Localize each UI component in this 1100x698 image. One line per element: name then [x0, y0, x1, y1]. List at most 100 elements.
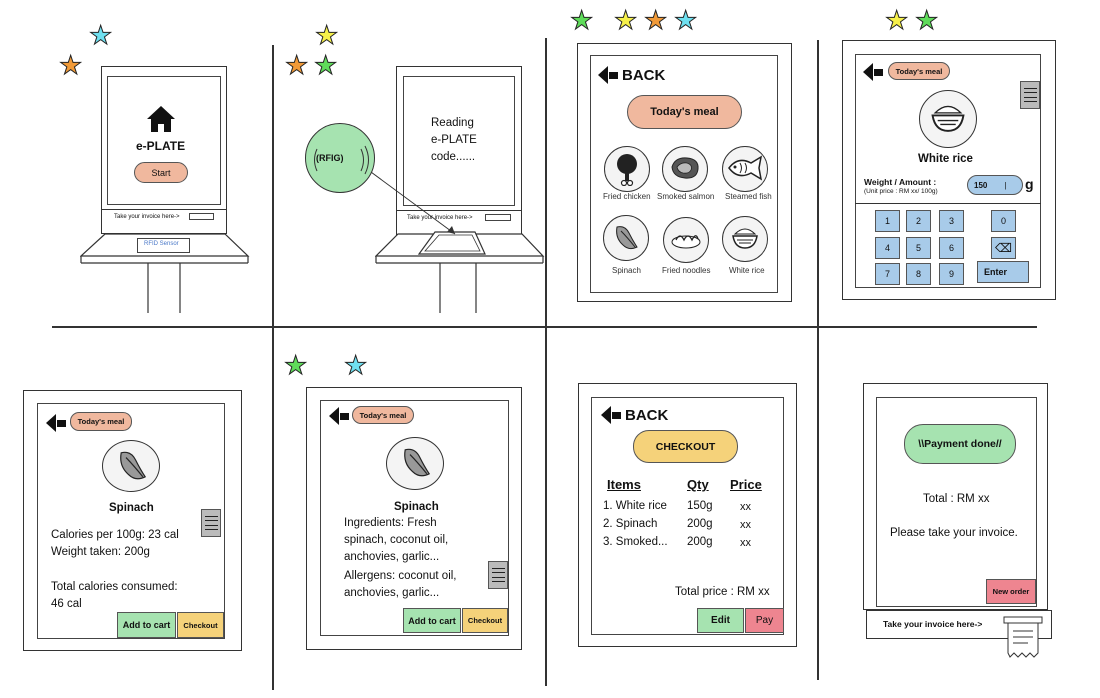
- rfid-tag-label: (RFIG): [316, 153, 344, 163]
- drumstick-icon: [617, 154, 637, 186]
- reading-message: Reading e-PLATE code......: [431, 117, 477, 163]
- back-button[interactable]: BACK: [601, 406, 668, 424]
- key-8[interactable]: 8: [906, 263, 931, 285]
- food-item-fried-noodles[interactable]: [663, 217, 709, 263]
- total-calories-value: 46 cal: [51, 598, 82, 610]
- checkout-button[interactable]: Checkout: [462, 608, 508, 633]
- key-2[interactable]: 2: [906, 210, 931, 232]
- rice-bowl-icon: [732, 228, 758, 249]
- kiosk-divider: [396, 210, 522, 211]
- device-screen: [855, 54, 1041, 288]
- allergens-line: Allergens: coconut oil,: [344, 570, 457, 582]
- key-6[interactable]: 6: [939, 237, 964, 259]
- food-label: White rice: [729, 266, 765, 275]
- device-frame: [863, 383, 1048, 610]
- star-icon: ★: [613, 5, 638, 35]
- key-4[interactable]: 4: [875, 237, 900, 259]
- divider-v2: [545, 38, 547, 686]
- new-order-button[interactable]: New order: [986, 579, 1036, 604]
- invoice-slot-label: Take your invoice here->: [114, 214, 180, 220]
- key-5[interactable]: 5: [906, 237, 931, 259]
- device-frame: [578, 383, 797, 647]
- pay-button[interactable]: Pay: [745, 608, 784, 633]
- salmon-steak-icon: [671, 157, 699, 179]
- weight-value: 150: [974, 180, 988, 190]
- star-icon: ★: [914, 5, 939, 35]
- key-9[interactable]: 9: [939, 263, 964, 285]
- invoice-tray: [866, 610, 1052, 639]
- food-name: Spinach: [394, 501, 439, 513]
- payment-total: Total : RM xx: [923, 493, 990, 505]
- invoice-slot-label: Take your invoice here->: [407, 215, 473, 221]
- kiosk-title: e-PLATE: [136, 139, 186, 153]
- weight-input[interactable]: 150 |: [967, 175, 1023, 195]
- device-frame: [306, 387, 522, 650]
- rfid-sensor-box: [137, 238, 190, 253]
- back-button[interactable]: [46, 414, 70, 432]
- todays-meal-pill: Today's meal: [627, 95, 742, 129]
- food-label: Fried noodles: [662, 266, 711, 275]
- table-row-item: 2. Spinach: [603, 518, 658, 530]
- key-7[interactable]: 7: [875, 263, 900, 285]
- device-frame: [23, 390, 242, 651]
- noodles-icon: [671, 235, 701, 249]
- food-label: Smoked salmon: [657, 192, 715, 201]
- rice-bowl-icon: [931, 105, 965, 132]
- calories-per-100g: Calories per 100g: 23 cal: [51, 529, 179, 541]
- back-arrow-shaft: [612, 411, 621, 419]
- menu-icon[interactable]: [201, 509, 221, 537]
- star-icon: ★: [314, 20, 339, 50]
- checkout-button[interactable]: Checkout: [177, 612, 224, 638]
- unit-price-label: (Unit price : RM xx/ 100g): [864, 188, 938, 195]
- star-icon: ★: [673, 5, 698, 35]
- table-row-qty: 200g: [687, 518, 713, 530]
- back-arrow-icon: [598, 66, 608, 84]
- back-button[interactable]: [329, 407, 353, 425]
- text-cursor: |: [1004, 180, 1007, 190]
- fish-icon: [728, 155, 763, 181]
- back-button[interactable]: [863, 63, 887, 81]
- table-row-qty: 200g: [687, 536, 713, 548]
- col-price: Price: [730, 477, 762, 492]
- col-qty: Qty: [687, 477, 709, 492]
- key-1[interactable]: 1: [875, 210, 900, 232]
- enter-key[interactable]: Enter: [977, 261, 1029, 283]
- kiosk-screen: [403, 76, 515, 206]
- edit-button[interactable]: Edit: [697, 608, 744, 633]
- todays-meal-pill: Today's meal: [70, 412, 132, 431]
- key-3[interactable]: 3: [939, 210, 964, 232]
- back-arrow-icon: [46, 414, 56, 432]
- add-to-cart-button[interactable]: Add to cart: [117, 612, 176, 638]
- table-row-price: xx: [740, 537, 751, 549]
- spinach-icon: [120, 451, 147, 480]
- divider-v3: [817, 40, 819, 680]
- food-name: White rice: [918, 153, 973, 165]
- menu-icon[interactable]: [1020, 81, 1040, 109]
- star-icon: ★: [569, 5, 594, 35]
- table-row-item: 3. Smoked...: [603, 536, 668, 548]
- start-button[interactable]: Start: [134, 162, 188, 183]
- key-0[interactable]: 0: [991, 210, 1016, 232]
- ingredients-line: Ingredients: Fresh: [344, 517, 437, 529]
- device-screen: [590, 55, 778, 293]
- total-price: Total price : RM xx: [675, 586, 770, 598]
- spinach-icon: [404, 448, 431, 477]
- food-name: Spinach: [109, 502, 154, 514]
- todays-meal-pill: Today's meal: [352, 406, 414, 424]
- weight-taken: Weight taken: 200g: [51, 546, 150, 558]
- table-row-item: 1. White rice: [603, 500, 667, 512]
- backspace-key-icon[interactable]: ⌫: [991, 237, 1016, 259]
- add-to-cart-button[interactable]: Add to cart: [403, 608, 461, 633]
- back-button[interactable]: BACK: [598, 66, 665, 84]
- device-screen: [37, 403, 225, 639]
- star-icon: ★: [283, 350, 308, 380]
- payment-done-pill: \\Payment done//: [904, 424, 1016, 464]
- food-label: Spinach: [612, 266, 641, 275]
- back-arrow-shaft: [874, 68, 883, 76]
- kiosk-base: [80, 233, 250, 313]
- spinach-icon: [616, 226, 638, 250]
- device-screen: [876, 397, 1037, 607]
- menu-icon[interactable]: [488, 561, 508, 589]
- star-icon: ★: [884, 5, 909, 35]
- home-icon: [147, 106, 175, 132]
